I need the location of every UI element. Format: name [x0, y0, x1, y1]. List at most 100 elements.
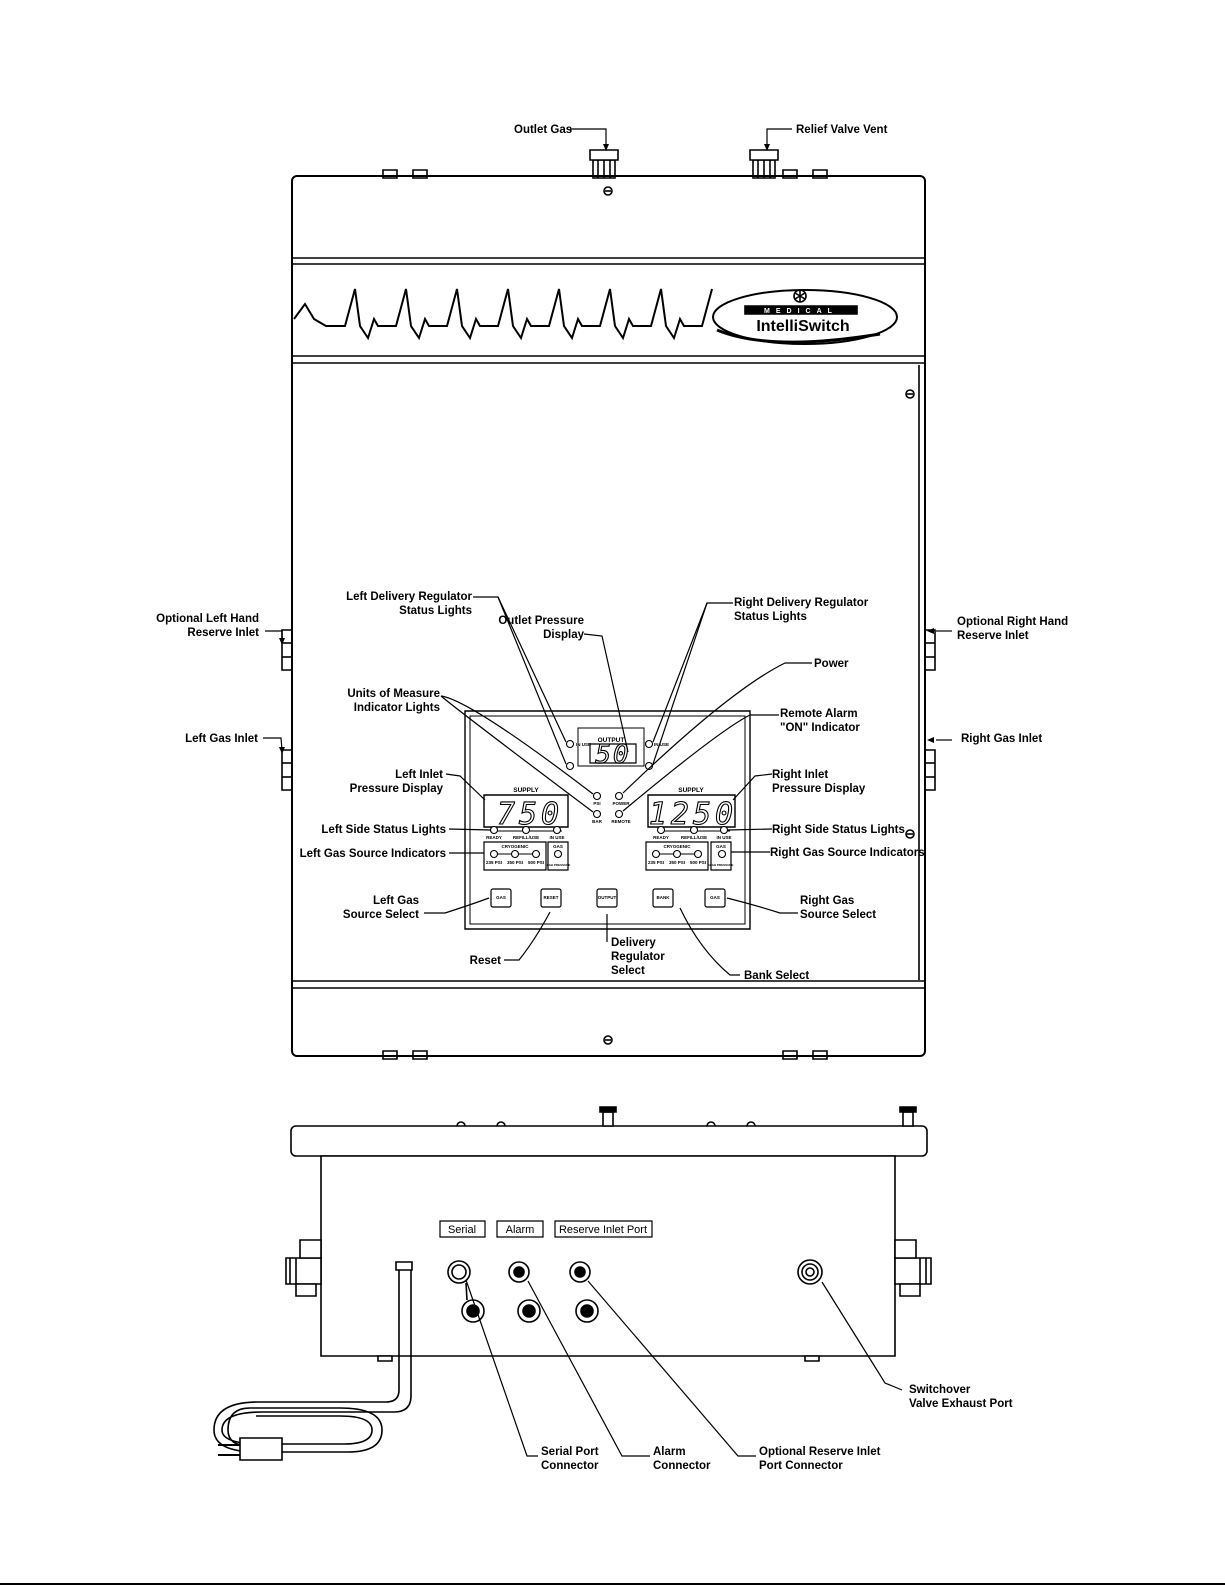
- front-callouts: Outlet Gas Relief Valve Vent Left Delive…: [156, 124, 1068, 982]
- right-ready-light: [658, 827, 665, 834]
- right-inlet-pressure-line2: Pressure Display: [772, 783, 866, 795]
- right-gas-light: [719, 851, 726, 858]
- right-gas-inlet-label: Right Gas Inlet: [961, 733, 1042, 745]
- panel-buttons: [491, 889, 725, 907]
- right-gas-inlet-fitting: [925, 750, 935, 790]
- serial-connector: [448, 1261, 484, 1322]
- left-gas-source-button[interactable]: [491, 889, 511, 907]
- panel-texts: OUTPUT 50 SUPPLY 750 SUPPLY 1250 IN USE …: [486, 737, 737, 900]
- btn-output: OUTPUT: [598, 895, 617, 900]
- output-display: [590, 744, 636, 763]
- delivery-regulator-line2: Regulator: [611, 951, 665, 963]
- switchover-line1: Switchover: [909, 1384, 971, 1396]
- power-plug-icon: [240, 1438, 282, 1460]
- logo-brand-text: IntelliSwitch: [756, 318, 849, 335]
- units-of-measure-line1: Units of Measure: [347, 688, 440, 700]
- optional-right-hand-line2: Reserve Inlet: [957, 630, 1029, 642]
- relief-valve-label: Relief Valve Vent: [796, 124, 888, 136]
- right-in-use-light: [646, 741, 653, 748]
- right-refill-light: [691, 827, 698, 834]
- left-side-status-label: Left Side Status Lights: [321, 824, 446, 836]
- serial-port-label: Serial: [448, 1224, 476, 1236]
- power-light: [616, 793, 623, 800]
- right-inlet-pressure-line1: Right Inlet: [772, 769, 828, 781]
- right-source-light-1: [653, 851, 660, 858]
- alarm-label-box: [497, 1221, 543, 1237]
- left-source-1: 235 PSI: [486, 860, 502, 865]
- left-inlet-pressure-line1: Left Inlet: [395, 769, 443, 781]
- left-gas-source-select-line2: Source Select: [343, 909, 419, 921]
- latch-icon: [600, 1107, 916, 1126]
- left-status-refill: REFILL/USE: [513, 835, 539, 840]
- optional-reserve-connector-line1: Optional Reserve Inlet: [759, 1446, 881, 1458]
- intelliswitch-logo: [713, 290, 897, 344]
- units-of-measure-line2: Indicator Lights: [354, 702, 440, 714]
- right-gas-source-ind-label: Right Gas Source Indicators: [770, 847, 925, 859]
- screw-icon: [604, 187, 914, 1044]
- cabinet-body: [292, 176, 925, 1056]
- logo-medical-text: MEDICAL: [764, 308, 838, 315]
- heartbeat-pattern: [294, 289, 712, 338]
- alarm-connector-line2: Connector: [653, 1460, 711, 1472]
- left-inuse-status-light: [554, 827, 561, 834]
- left-delivery-regulator-line2: Status Lights: [399, 605, 472, 617]
- btn-left-gas: GAS: [496, 895, 506, 900]
- outlet-pressure-line1: Outlet Pressure: [498, 615, 584, 627]
- remote-alarm-line2: "ON" Indicator: [780, 722, 860, 734]
- bank-select-button[interactable]: [653, 889, 673, 907]
- left-gas-source-ind-label: Left Gas Source Indicators: [300, 848, 446, 860]
- reset-button[interactable]: [541, 889, 561, 907]
- arrowheads: [279, 144, 934, 754]
- left-delivery-regulator-line1: Left Delivery Regulator: [346, 591, 472, 603]
- reserve-port-label: Reserve Inlet Port: [559, 1224, 647, 1236]
- psi-light: [594, 793, 601, 800]
- right-gas-source-button[interactable]: [705, 889, 725, 907]
- outlet-pressure-line2: Display: [543, 629, 585, 641]
- relief-valve-fitting: [750, 150, 778, 178]
- left-source-2: 350 PSI: [507, 860, 523, 865]
- optional-right-hand-line1: Optional Right Hand: [957, 616, 1068, 628]
- output-label: OUTPUT: [598, 737, 625, 744]
- exhaust-port: [798, 1260, 822, 1284]
- remote-alarm-line1: Remote Alarm: [780, 708, 858, 720]
- remote-label: REMOTE: [611, 819, 630, 824]
- right-reserve-inlet-fitting: [925, 630, 935, 670]
- btn-right-gas: GAS: [710, 895, 720, 900]
- right-gas-source-select-line1: Right Gas: [800, 895, 854, 907]
- bottom-view: [214, 1107, 931, 1460]
- serial-port-connector-line2: Connector: [541, 1460, 599, 1472]
- alarm-port-label: Alarm: [506, 1224, 535, 1236]
- bottom-view-lid: [291, 1126, 927, 1156]
- output-value: 50: [595, 740, 630, 770]
- right-source-light-2: [674, 851, 681, 858]
- right-supply-value: 1250: [649, 797, 737, 832]
- alarm-connector-line1: Alarm: [653, 1446, 686, 1458]
- right-gas-source-select-line2: Source Select: [800, 909, 876, 921]
- left-inlet-pressure-line2: Pressure Display: [350, 783, 444, 795]
- output-select-button[interactable]: [597, 889, 617, 907]
- right-delivery-regulator-line2: Status Lights: [734, 611, 807, 623]
- left-gas-light: [555, 851, 562, 858]
- left-gas-inlet-fitting: [282, 750, 292, 790]
- left-status-inuse: IN USE: [549, 835, 564, 840]
- bottom-callouts: Serial Port Connector Alarm Connector Op…: [541, 1384, 1013, 1472]
- reserve-inlet-connector: [570, 1262, 598, 1322]
- right-source-1: 235 PSI: [648, 860, 664, 865]
- psi-label: PSI: [593, 801, 600, 806]
- left-gas-source-select-line1: Left Gas: [373, 895, 419, 907]
- front-view: [282, 150, 935, 1059]
- left-source-light-3: [533, 851, 540, 858]
- alarm-connector: [509, 1262, 540, 1322]
- power-cord: [214, 1262, 412, 1460]
- right-source-2: 350 PSI: [669, 860, 685, 865]
- left-high-pressure: HIGH PRESSURE: [546, 863, 571, 867]
- optional-reserve-connector-line2: Port Connector: [759, 1460, 843, 1472]
- right-in-use-light-2: [646, 763, 653, 770]
- btn-bank: BANK: [657, 895, 671, 900]
- left-source-light-2: [512, 851, 519, 858]
- right-status-inuse: IN USE: [716, 835, 731, 840]
- right-side-status-label: Right Side Status Lights: [772, 824, 905, 836]
- optional-left-hand-line2: Reserve Inlet: [187, 627, 259, 639]
- right-gas-label: GAS: [716, 844, 726, 849]
